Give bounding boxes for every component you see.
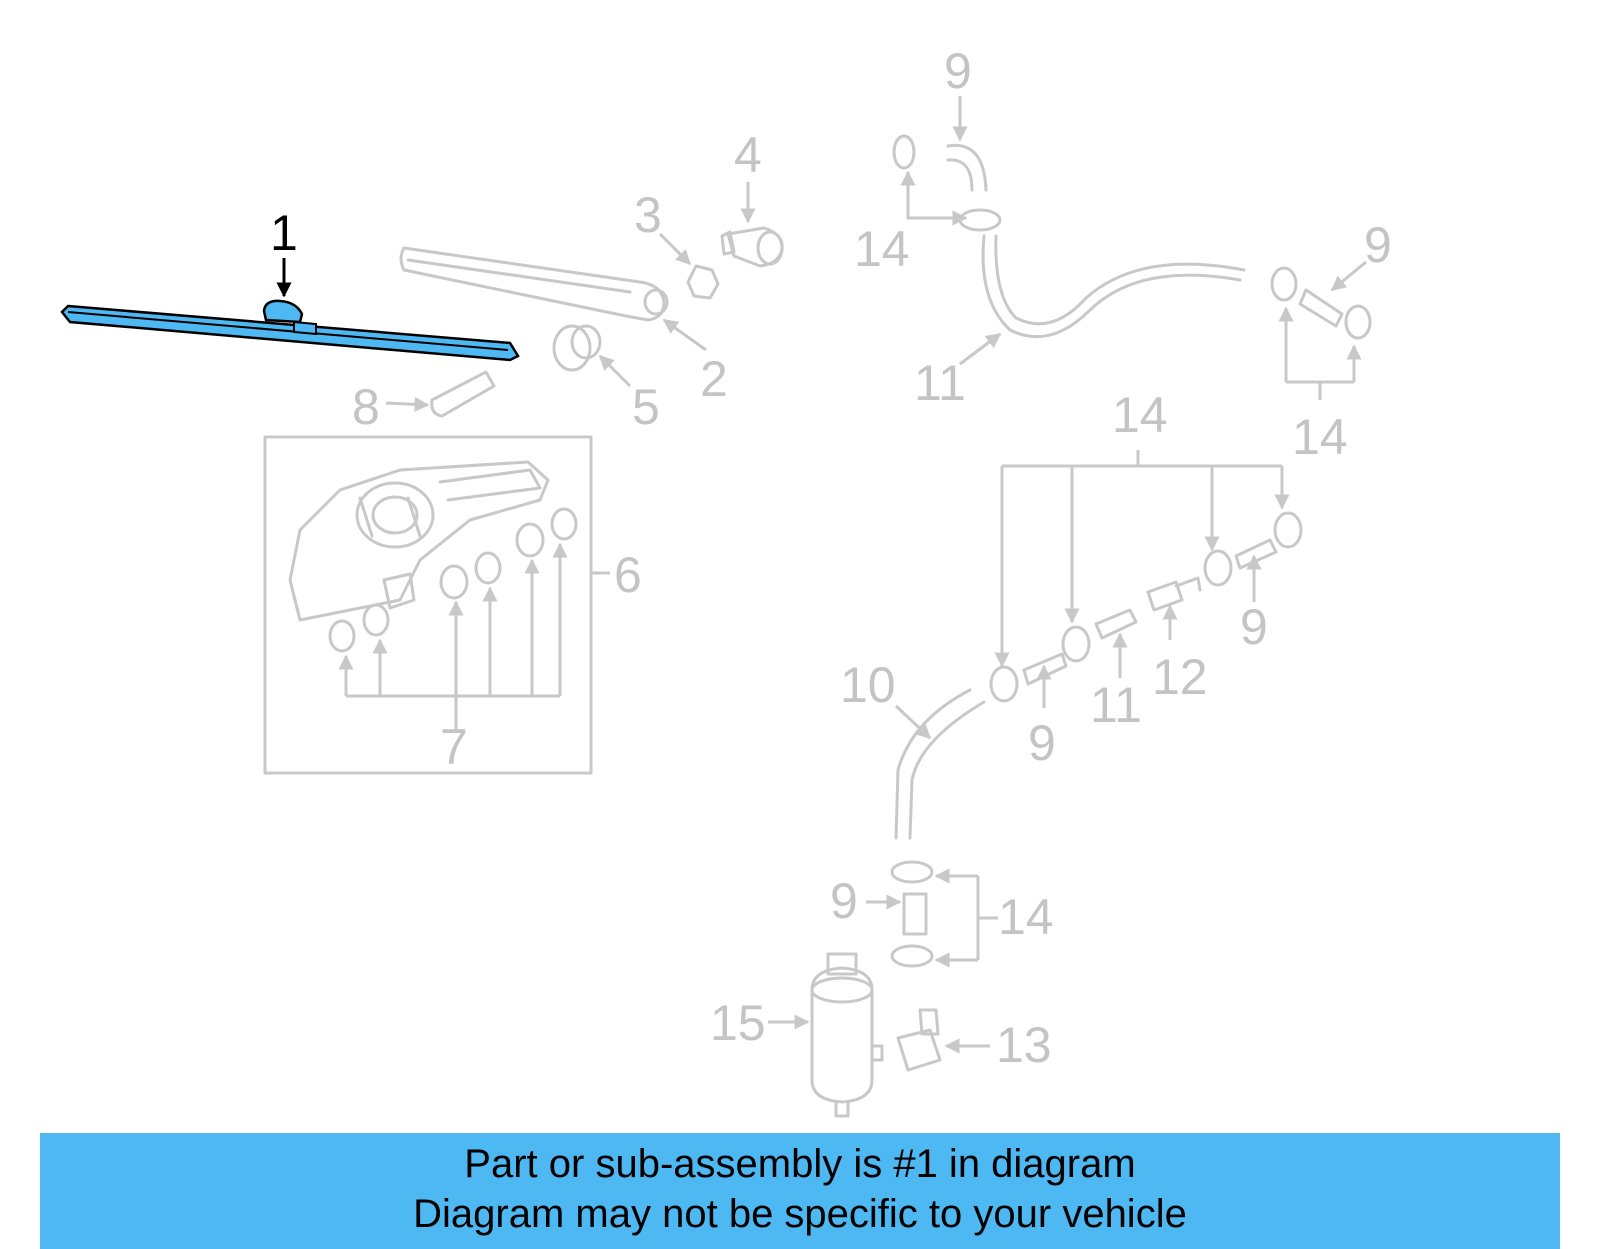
right-clamp-group — [1270, 260, 1372, 400]
callout-2: 2 — [700, 351, 728, 407]
banner-line-2: Diagram may not be specific to your vehi… — [413, 1192, 1187, 1236]
callout-9-top: 9 — [944, 43, 972, 99]
callout-15: 15 — [710, 995, 766, 1051]
callout-5: 5 — [632, 379, 660, 435]
wiper-motor-part-6 — [263, 435, 610, 775]
callout-3: 3 — [634, 187, 662, 243]
callout-10: 10 — [840, 657, 896, 713]
upper-hose-group — [892, 96, 1246, 366]
callout-8: 8 — [352, 379, 380, 435]
callout-7: 7 — [440, 719, 468, 775]
nut-part-3 — [658, 232, 720, 300]
callout-11-middle: 11 — [1090, 677, 1142, 733]
grommet-part-5 — [552, 324, 632, 388]
callout-11-top: 11 — [914, 355, 966, 411]
lower-pump-group — [768, 860, 998, 1118]
callout-6: 6 — [614, 547, 642, 603]
callout-4: 4 — [734, 127, 762, 183]
callout-14-bottom: 14 — [998, 889, 1054, 945]
middle-hose-chain — [894, 450, 1303, 840]
callout-14-top: 14 — [854, 221, 910, 277]
nozzle-part-8 — [385, 370, 496, 418]
callout-12: 12 — [1152, 649, 1208, 705]
callout-14-right: 14 — [1292, 409, 1348, 465]
banner-line-1: Part or sub-assembly is #1 in diagram — [464, 1142, 1136, 1186]
callout-9-bottom: 9 — [830, 873, 858, 929]
callout-9-right: 9 — [1364, 217, 1392, 273]
cap-part-4 — [720, 182, 784, 268]
callout-13: 13 — [996, 1017, 1052, 1073]
callout-9-middle: 9 — [1240, 599, 1268, 655]
wiper-arm-part-2 — [399, 246, 707, 352]
wiper-blade-part-1[interactable] — [60, 258, 520, 362]
callout-1: 1 — [270, 205, 298, 261]
grommet-group-part-7 — [328, 507, 578, 653]
callout-9-lower: 9 — [1028, 715, 1056, 771]
info-banner: Part or sub-assembly is #1 in diagram Di… — [40, 1133, 1560, 1249]
callout-14-middle: 14 — [1112, 387, 1168, 443]
